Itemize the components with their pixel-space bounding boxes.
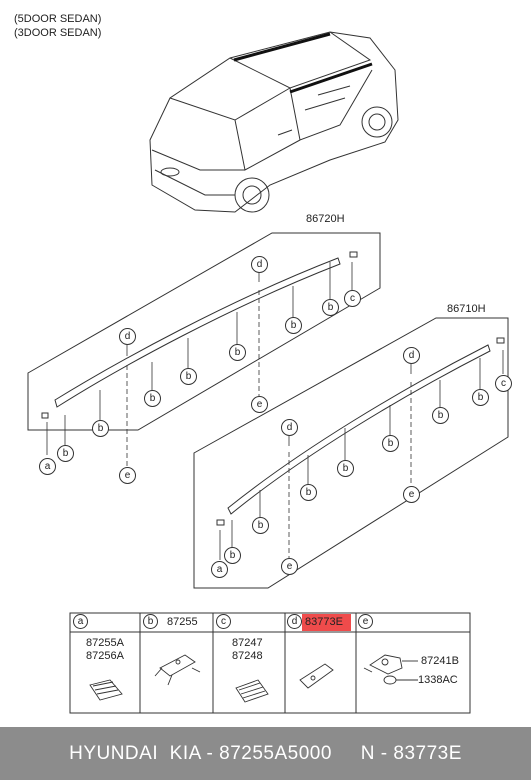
part-sketch-a xyxy=(89,679,123,701)
callout-lower-b6: b xyxy=(432,407,449,424)
footer-part-numbers: HYUNDAI KIA - 87255A5000 N - 83773E xyxy=(0,727,531,780)
callout-lower-b4: b xyxy=(337,460,354,477)
car-illustration xyxy=(149,31,399,213)
callout-upper-b2: b xyxy=(92,420,109,437)
callout-upper-b4: b xyxy=(180,368,197,385)
legend-letter-c: c xyxy=(216,614,231,629)
legend-part-a-1: 87255A xyxy=(86,637,124,649)
legend-letter-a: a xyxy=(73,614,88,629)
legend-letter-e: e xyxy=(358,614,373,629)
callout-lower-b3: b xyxy=(300,484,317,501)
legend-header-part-d: 83773E xyxy=(305,616,343,628)
callout-lower-b5: b xyxy=(382,435,399,452)
callout-upper-d1: d xyxy=(119,328,136,345)
part-sketch-b xyxy=(154,654,201,686)
roof-rail-right-mark xyxy=(233,32,331,62)
callout-upper-b7: b xyxy=(322,299,339,316)
callout-upper-c: c xyxy=(344,290,361,307)
callout-upper-e1: e xyxy=(119,467,136,484)
header-line-1: (5DOOR SEDAN) xyxy=(14,13,102,25)
callout-lower-d1: d xyxy=(281,419,298,436)
lower-assembly-box xyxy=(193,317,509,589)
part-sketch-c xyxy=(235,679,269,703)
lower-assembly-part-number: 86710H xyxy=(447,303,486,315)
callout-lower-b2: b xyxy=(252,517,269,534)
legend-part-e-2: 1338AC xyxy=(418,674,458,686)
upper-assembly-part-number: 86720H xyxy=(306,213,345,225)
callout-upper-b1: b xyxy=(57,445,74,462)
lower-clip-a xyxy=(216,519,225,526)
lower-clip-c xyxy=(496,337,505,344)
upper-assembly-box xyxy=(27,232,381,431)
legend-letter-d: d xyxy=(287,614,302,629)
callout-lower-e1: e xyxy=(281,558,298,575)
header-line-2: (3DOOR SEDAN) xyxy=(14,27,102,39)
callout-upper-d2: d xyxy=(251,256,268,273)
callout-lower-e2: e xyxy=(403,486,420,503)
callout-lower-b1: b xyxy=(224,547,241,564)
callout-upper-b5: b xyxy=(229,344,246,361)
callout-lower-a: a xyxy=(211,561,228,578)
part-sketch-e xyxy=(363,654,418,685)
roof-rail-left-mark xyxy=(289,62,373,94)
upper-clip-c xyxy=(349,251,358,258)
upper-roof-rail xyxy=(54,257,341,408)
legend-part-c-2: 87248 xyxy=(232,650,263,662)
callout-upper-b3: b xyxy=(144,390,161,407)
legend-header-part-b: 87255 xyxy=(167,616,198,628)
lower-roof-rail xyxy=(227,344,491,515)
callout-lower-c: c xyxy=(495,375,512,392)
legend-part-a-2: 87256A xyxy=(86,650,124,662)
legend-table xyxy=(69,612,471,714)
legend-part-c-1: 87247 xyxy=(232,637,263,649)
legend-part-e-1: 87241B xyxy=(421,655,459,667)
upper-clip-a xyxy=(41,412,49,419)
parts-diagram xyxy=(27,31,509,714)
callout-lower-d2: d xyxy=(403,347,420,364)
legend-highlight-d xyxy=(302,614,351,631)
legend-letter-b: b xyxy=(143,614,158,629)
callout-upper-a: a xyxy=(39,458,56,475)
part-sketch-d xyxy=(299,663,334,689)
callout-upper-e2: e xyxy=(251,396,268,413)
callout-upper-b6: b xyxy=(285,317,302,334)
callout-lower-b7: b xyxy=(472,389,489,406)
